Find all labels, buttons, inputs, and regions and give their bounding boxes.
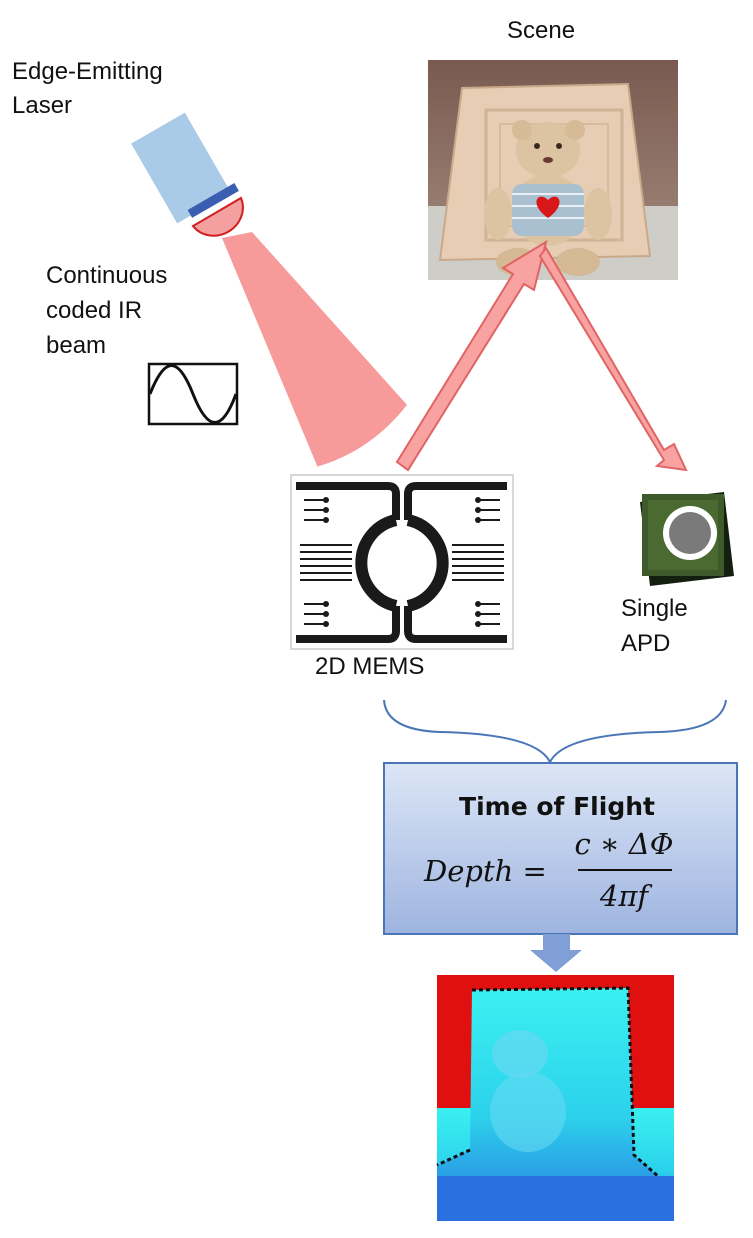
apd-sensor xyxy=(640,492,734,586)
down-arrow xyxy=(530,934,582,972)
sine-wave-icon xyxy=(147,362,239,426)
depth-lhs: Depth = xyxy=(423,854,547,888)
beam-end-arc xyxy=(317,405,410,470)
formula-numerator: c ∗ ΔΦ xyxy=(574,827,673,861)
scene-photo xyxy=(428,60,678,280)
arrow-to-scene xyxy=(395,239,548,472)
beam-label-line1: Continuous xyxy=(46,262,168,289)
scene-label: Scene xyxy=(507,17,576,44)
laser-icon xyxy=(131,112,244,237)
formula-denominator: 4πf xyxy=(599,879,654,913)
mems-chip xyxy=(290,474,514,650)
mems-label: 2D MEMS xyxy=(315,653,425,680)
beam-label-line2: coded IR xyxy=(46,297,143,324)
laser-label-line2: Laser xyxy=(12,92,73,119)
arrow-to-apd xyxy=(538,246,688,472)
tof-title: Time of Flight xyxy=(459,792,655,821)
depth-map xyxy=(436,975,674,1221)
tof-box xyxy=(383,762,738,935)
laser-label-line1: Edge-Emitting xyxy=(12,58,163,85)
ir-beam-cone xyxy=(222,232,408,468)
beam-label-line3: beam xyxy=(46,332,107,359)
apd-label-line1: Single xyxy=(621,595,688,622)
curly-brace xyxy=(383,699,727,765)
apd-label-line2: APD xyxy=(621,630,671,657)
